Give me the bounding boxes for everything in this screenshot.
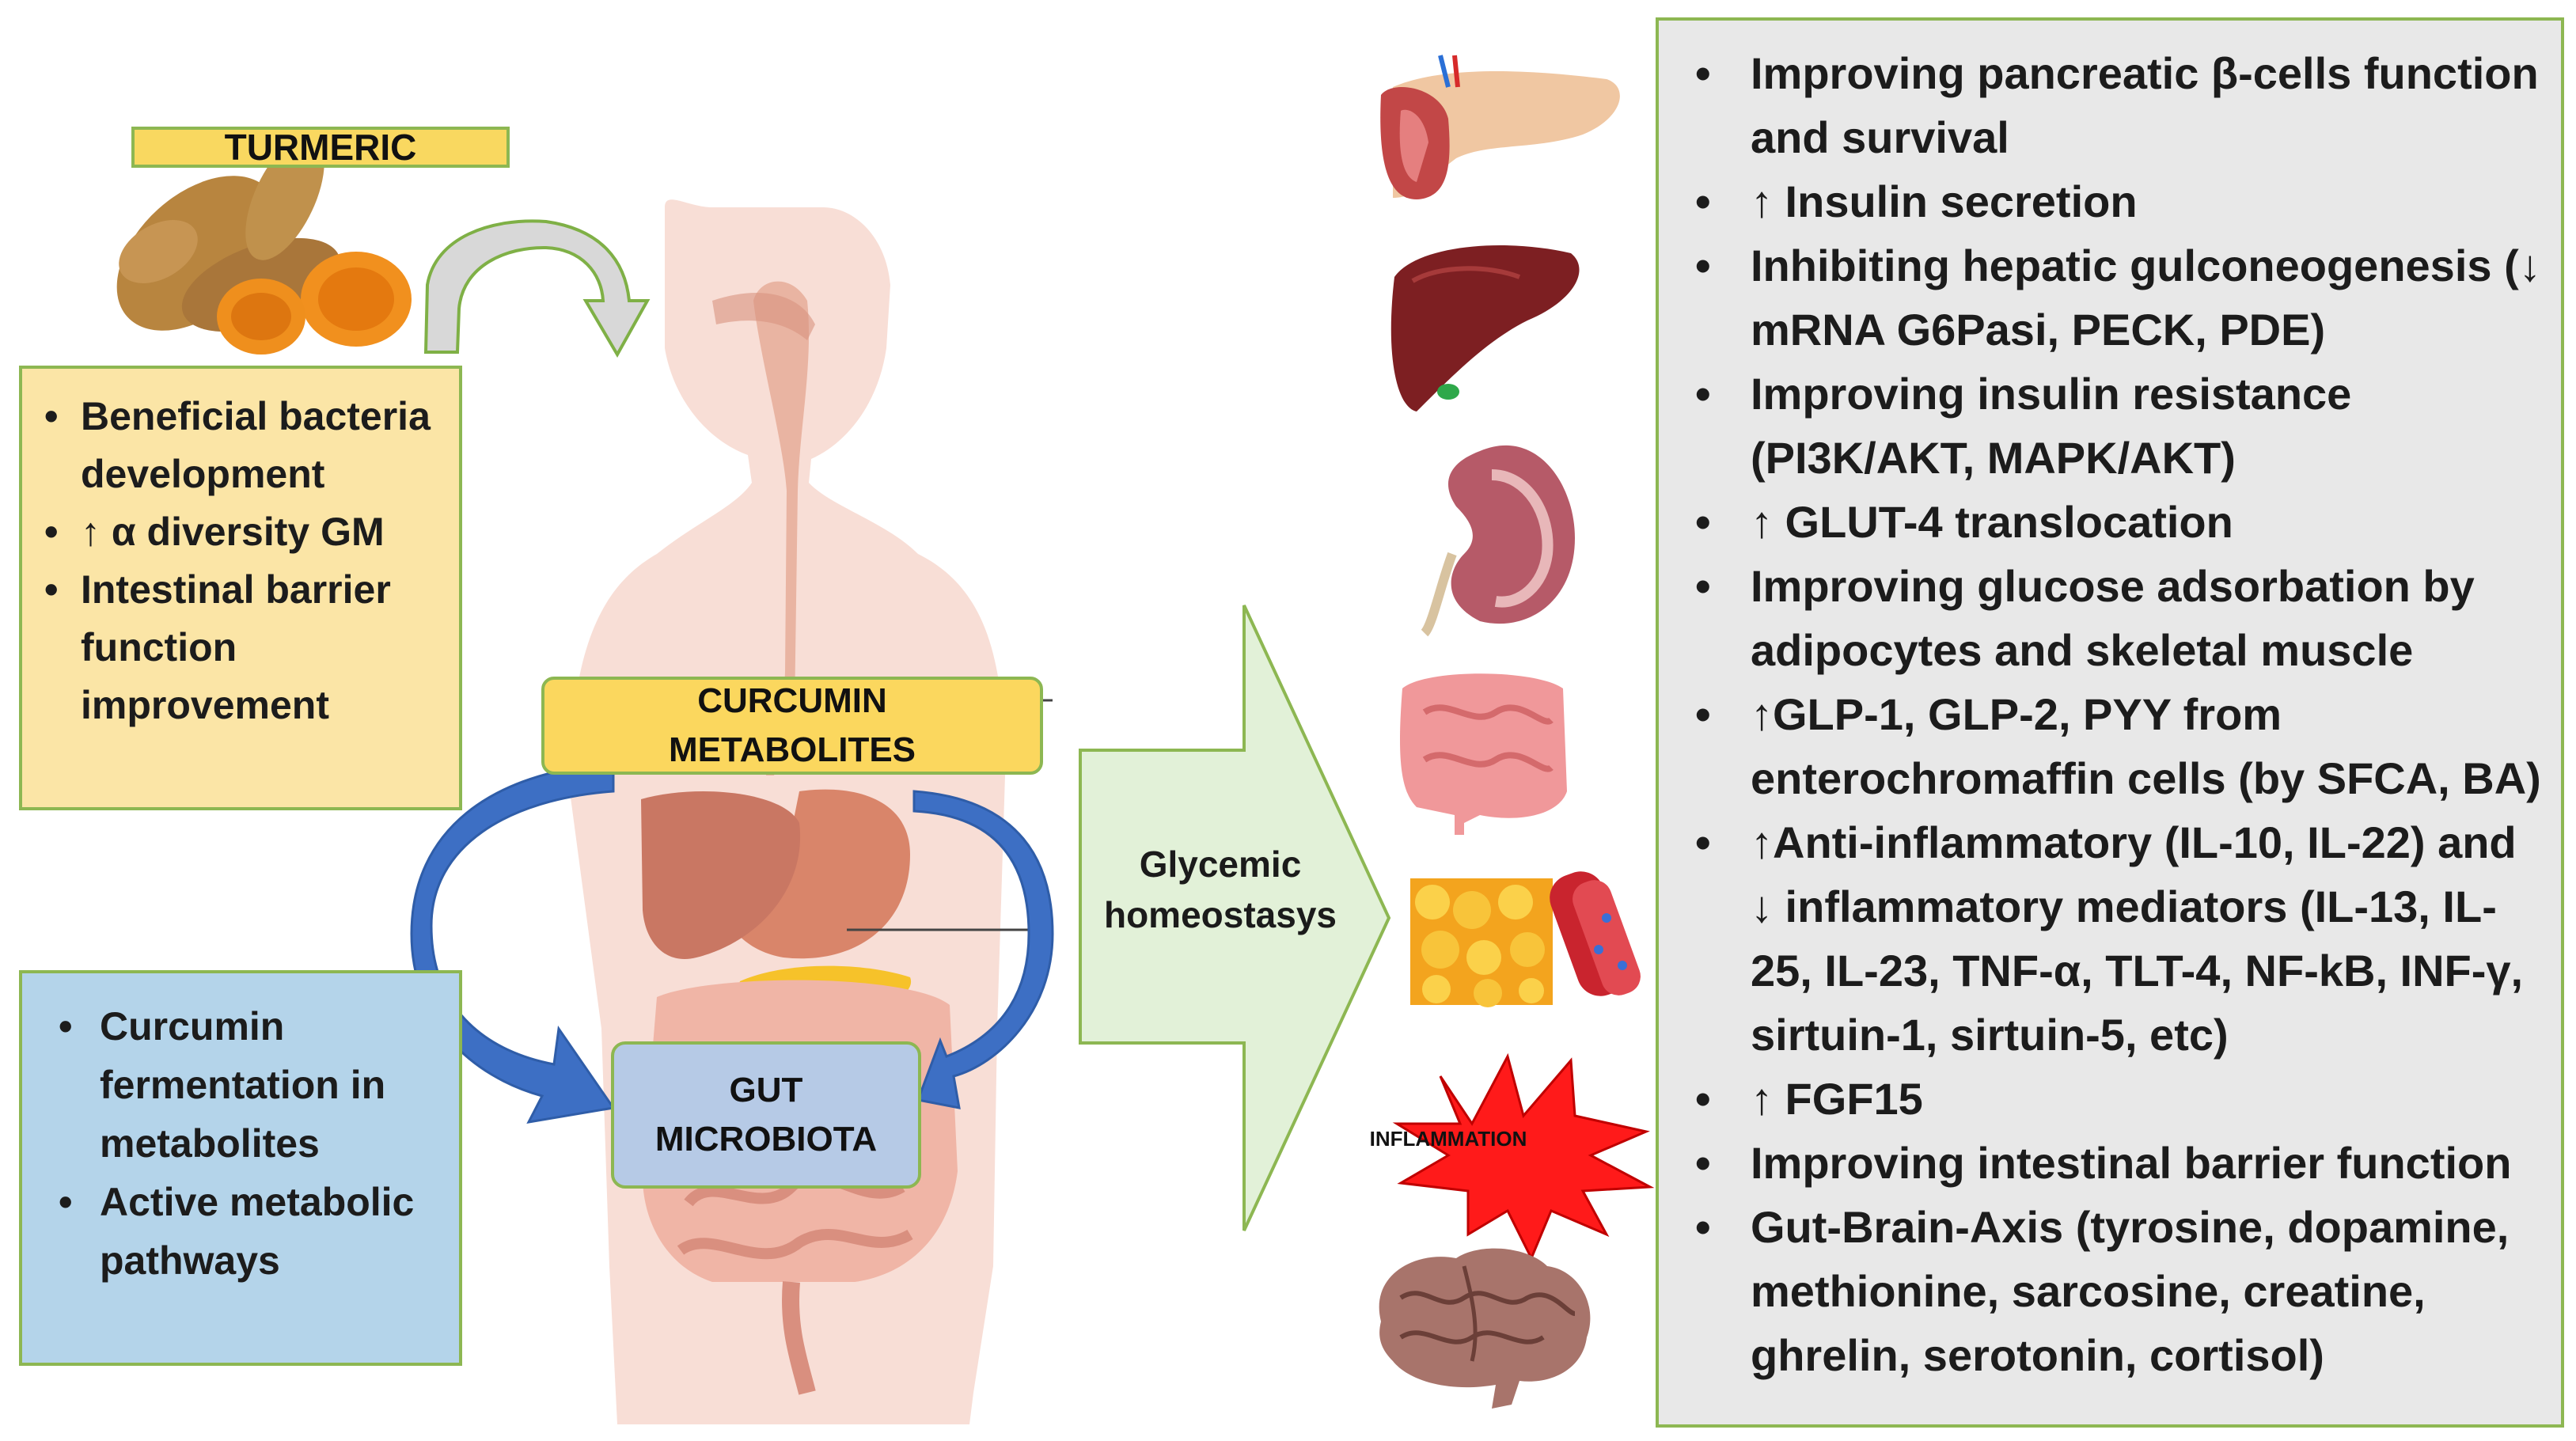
curcumin-metabolites-box: CURCUMIN METABOLITES [541, 677, 1043, 775]
list-item: ↑ FGF15 [1687, 1067, 2545, 1131]
list-item: ↑GLP-1, GLP-2, PYY from enterochromaffin… [1687, 682, 2545, 810]
list-item: Active metabolic pathways [41, 1173, 440, 1290]
adipocytes-muscle-icon [1410, 871, 1641, 1007]
list-item: Improving intestinal barrier function [1687, 1131, 2545, 1195]
inflammation-star-icon [1392, 1052, 1655, 1261]
glycemic-homeostasis-label: Glycemic homeostasys [1103, 844, 1337, 935]
liver-icon [1390, 245, 1580, 411]
list-item: ↑ Insulin secretion [1687, 169, 2545, 233]
bacteria-effects-list: Beneficial bacteria development ↑ α dive… [41, 377, 440, 734]
brain-icon [1379, 1248, 1591, 1409]
glycemic-arrow [1079, 605, 1391, 1231]
list-item: Curcumin fermentation in metabolites [41, 997, 440, 1173]
turmeric-label: TURMERIC [131, 127, 510, 168]
curcumin-fermentation-list: Curcumin fermentation in metabolites Act… [41, 981, 440, 1290]
gut-microbiota-box: GUT MICROBIOTA [611, 1041, 921, 1189]
list-item: Improving glucose adsorbation by adipocy… [1687, 554, 2545, 682]
curcumin-fermentation-box: Curcumin fermentation in metabolites Act… [19, 970, 462, 1366]
list-item: Improving pancreatic β-cells function an… [1687, 41, 2545, 169]
list-item: ↑ α diversity GM [41, 503, 440, 561]
list-item: Improving insulin resistance (PI3K/AKT, … [1687, 362, 2545, 490]
list-item: Beneficial bacteria development [41, 388, 440, 503]
intestine-icon [1400, 673, 1567, 835]
list-item: ↑ GLUT-4 translocation [1687, 490, 2545, 554]
kidney-icon [1421, 445, 1575, 637]
inflammation-label: INFLAMMATION [1369, 1127, 1527, 1151]
list-item: Gut-Brain-Axis (tyrosine, dopamine, meth… [1687, 1195, 2545, 1387]
list-item: Inhibiting hepatic gulconeogenesis (↓ mR… [1687, 233, 2545, 362]
glycemic-effects-box: Improving pancreatic β-cells function an… [1656, 17, 2564, 1428]
ingestion-arrow [423, 219, 651, 358]
pancreas-icon [1380, 55, 1620, 199]
bacteria-effects-box: Beneficial bacteria development ↑ α dive… [19, 366, 462, 810]
list-item: Intestinal barrier function improvement [41, 561, 440, 734]
glycemic-effects-list: Improving pancreatic β-cells function an… [1687, 41, 2545, 1387]
list-item: ↑Anti-inflammatory (IL-10, IL-22) and ↓ … [1687, 810, 2545, 1067]
